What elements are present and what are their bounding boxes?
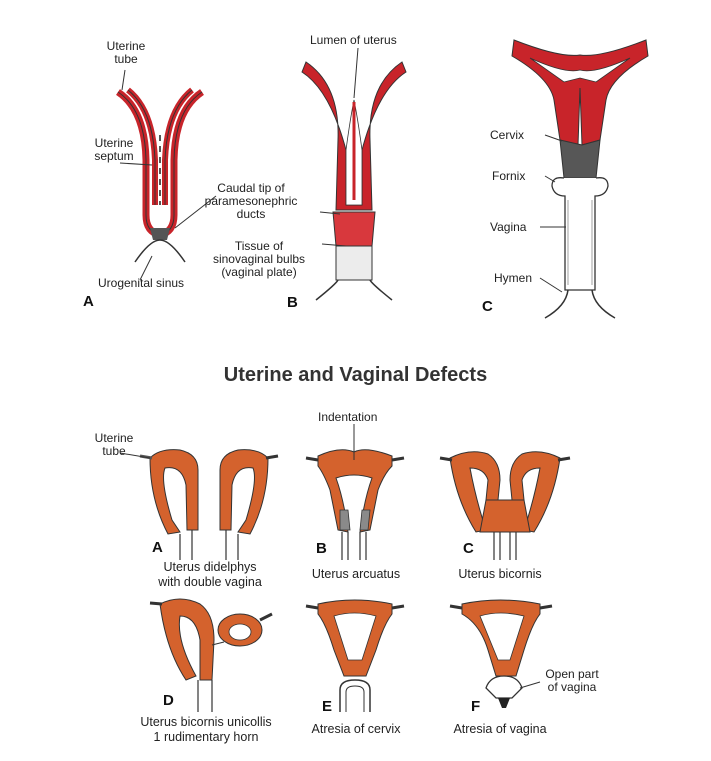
label-open-part-2: of vagina xyxy=(532,681,612,694)
caption-f: Atresia of vagina xyxy=(440,722,560,737)
defect-letter-f: F xyxy=(471,698,480,715)
